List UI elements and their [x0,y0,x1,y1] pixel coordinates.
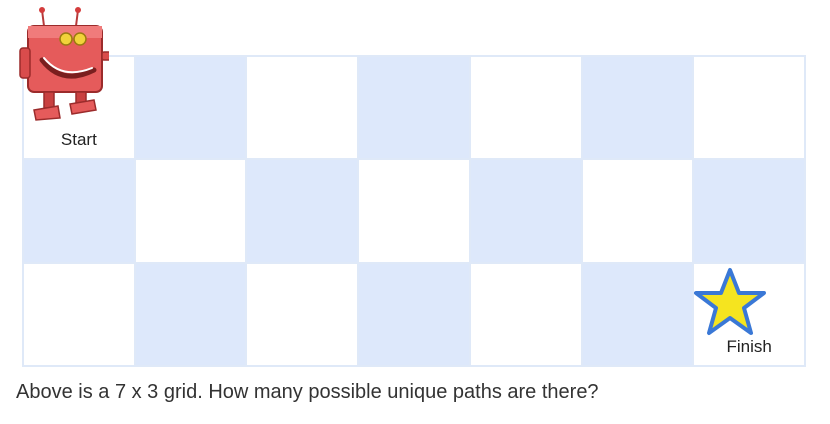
grid-cell [359,263,469,365]
grid-cell [359,57,469,159]
grid-cell [135,57,246,159]
grid-cell [470,57,581,159]
grid-cell [24,160,134,262]
grid-cell [247,57,358,159]
star-icon [694,268,766,335]
question-caption: Above is a 7 x 3 grid. How many possible… [16,381,599,403]
grid-cell [359,160,469,262]
grid-cell [694,160,804,262]
grid-cell [24,263,134,365]
grid-cell [582,57,693,159]
grid-cell [470,263,581,365]
grid-cell [470,160,581,262]
grid-cell [582,263,693,365]
grid-cell [694,57,804,159]
robot-icon [19,7,109,121]
grid-cell [582,160,693,262]
start-label: Start [60,130,97,150]
grid-cell [247,160,358,262]
finish-label: Finish [726,337,772,356]
grid-cell [135,263,246,365]
grid-cell [247,263,358,365]
grid-cell [135,160,246,262]
